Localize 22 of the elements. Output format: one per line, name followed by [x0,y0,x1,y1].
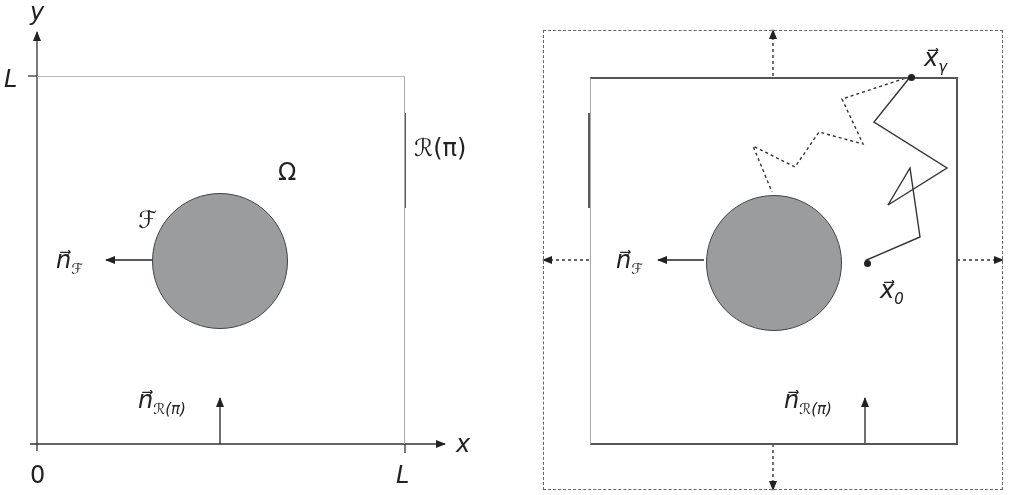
math-label: x [456,432,471,456]
dashed-arrow [542,256,590,264]
math-label: L [4,67,18,91]
math-label: n⃗$_{ℛ(π)}$ [784,388,832,417]
math-label: ℱ [138,208,157,232]
dashed-arrow [956,256,1004,264]
math-label: L [396,463,410,487]
math-label: n⃗$_{ℱ}$ [616,248,643,277]
dashed-arrow [769,29,777,77]
domain-square [590,77,958,445]
math-label: ℛ(π) [414,136,467,160]
point-label: x⃗$_{γ}$ [924,46,948,75]
periodic-boundary-box [543,30,1003,490]
math-label: n⃗$_{ℱ}$ [56,248,83,277]
point-marker [864,260,871,267]
math-label: n⃗$_{ℛ(π)}$ [138,388,186,417]
point-label: x⃗$_{0}$ [880,278,904,307]
dashed-arrow [769,443,777,491]
math-label: y [30,0,45,24]
math-label: 0 [30,463,46,487]
math-label: Ω [278,160,297,184]
point-marker [908,74,915,81]
